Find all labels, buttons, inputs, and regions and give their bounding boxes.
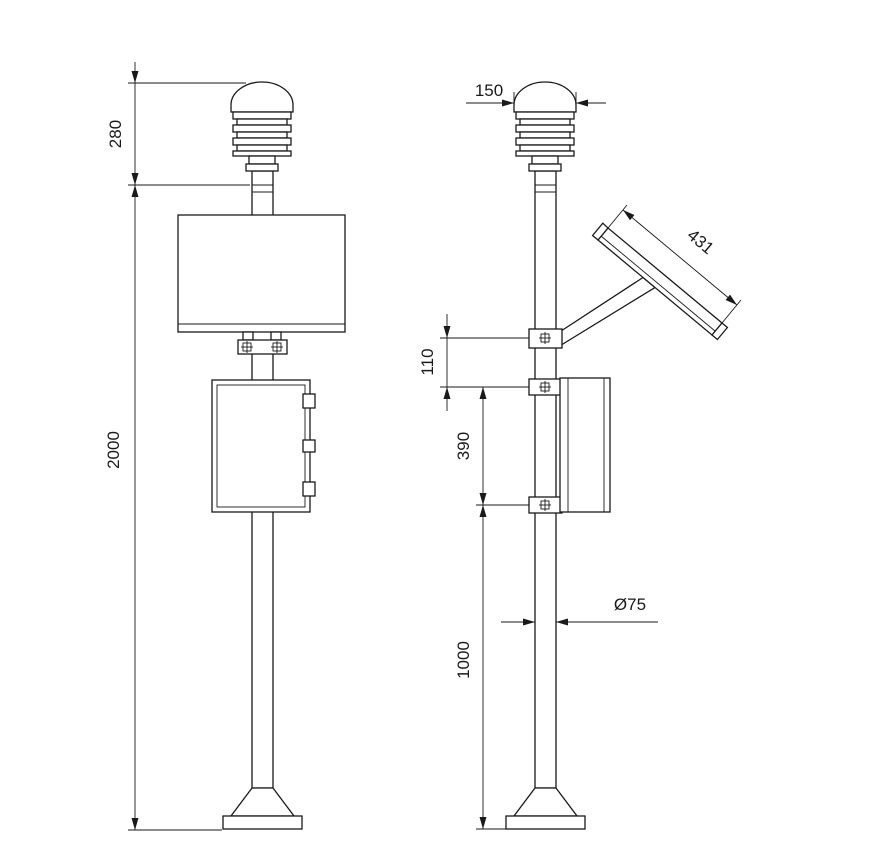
- side-control-box: [559, 377, 611, 513]
- dim-label-390: 390: [454, 432, 473, 460]
- base-gusset: [229, 787, 296, 817]
- sensor-dome: [513, 81, 577, 113]
- base-plate: [505, 815, 586, 830]
- box-body: [559, 377, 611, 513]
- arrowhead: [623, 210, 635, 221]
- dim-pole-diameter-75: Ø75: [501, 595, 658, 626]
- base-plate: [222, 815, 303, 830]
- louver: [515, 150, 575, 157]
- louver: [515, 137, 575, 146]
- arrowhead: [576, 99, 588, 107]
- panel-face: [177, 214, 346, 333]
- dim-total-height-2000: 2000: [104, 185, 222, 831]
- bolt-mark: [271, 341, 283, 353]
- arrowhead: [523, 618, 535, 626]
- dimensions: 280 2000 150 431: [104, 62, 742, 831]
- dim-sensor-width-150: 150: [466, 81, 606, 112]
- dim-box-span-390: 390: [454, 387, 529, 506]
- louver-stack: [515, 111, 575, 157]
- sensor-dome: [230, 81, 294, 113]
- box-body: [211, 379, 311, 513]
- louver: [232, 150, 292, 157]
- pole-clamp-middle: [528, 378, 563, 396]
- clamp: [528, 328, 563, 349]
- panel-frame-line: [600, 235, 716, 332]
- panel-bracket: [237, 339, 288, 355]
- pole-clamp-upper: [528, 328, 563, 349]
- arrowhead: [725, 294, 737, 305]
- dim-clamp-spacing-110: 110: [418, 314, 529, 411]
- front-base: [222, 787, 303, 830]
- side-view: [505, 81, 729, 830]
- dim-label-2000: 2000: [104, 431, 123, 469]
- panel-end-tab: [591, 222, 609, 241]
- latch: [302, 439, 316, 453]
- extension-line: [607, 204, 628, 229]
- arrowhead: [479, 817, 487, 829]
- front-sensor-head: [230, 81, 294, 172]
- louver: [519, 118, 571, 126]
- sensor-collar: [245, 163, 279, 172]
- arrowhead: [131, 71, 139, 83]
- dim-lower-pole-1000: 1000: [454, 505, 506, 830]
- sensor-neck: [531, 155, 559, 165]
- dim-label-150: 150: [475, 81, 503, 100]
- louver: [232, 137, 292, 146]
- dim-label-431: 431: [684, 225, 718, 258]
- arrowhead: [443, 326, 451, 338]
- louver: [519, 144, 571, 152]
- louver: [232, 124, 292, 133]
- arrowhead: [479, 505, 487, 517]
- arrowhead: [443, 387, 451, 399]
- extension-line: [721, 299, 742, 324]
- panel-mount-tab: [242, 331, 254, 341]
- louver: [236, 118, 288, 126]
- pole-clamp-lower: [528, 496, 563, 514]
- louver: [519, 131, 571, 139]
- dimension-line: [622, 209, 738, 306]
- hinge-bottom: [302, 481, 316, 497]
- dim-label-280: 280: [106, 120, 125, 148]
- louver: [515, 111, 575, 120]
- sensor-collar: [528, 163, 562, 172]
- panel-end-tab: [711, 322, 729, 341]
- front-solar-panel: [177, 214, 346, 355]
- arrowhead: [131, 185, 139, 197]
- arrowhead: [131, 818, 139, 830]
- dim-label-diameter-75: Ø75: [614, 595, 646, 614]
- louver: [515, 124, 575, 133]
- arrowhead: [479, 493, 487, 505]
- sensor-neck: [248, 155, 276, 165]
- arrowhead: [479, 387, 487, 399]
- louver: [236, 144, 288, 152]
- louver: [232, 111, 292, 120]
- arrowhead: [131, 173, 139, 185]
- arrowhead: [556, 618, 568, 626]
- front-control-box: [211, 379, 316, 513]
- dim-label-110: 110: [418, 348, 437, 375]
- side-base: [505, 787, 586, 830]
- louver-stack: [232, 111, 292, 157]
- side-pole: [534, 170, 557, 789]
- dim-label-1000: 1000: [454, 641, 473, 679]
- panel-mount-tab: [270, 331, 282, 341]
- side-sensor-head: [513, 81, 577, 172]
- front-view: [177, 81, 346, 830]
- louver: [236, 131, 288, 139]
- bolt-mark: [241, 341, 253, 353]
- arrowhead: [502, 99, 514, 107]
- panel-strut: [557, 276, 657, 349]
- hinge-top: [302, 393, 316, 409]
- base-gusset: [512, 787, 579, 817]
